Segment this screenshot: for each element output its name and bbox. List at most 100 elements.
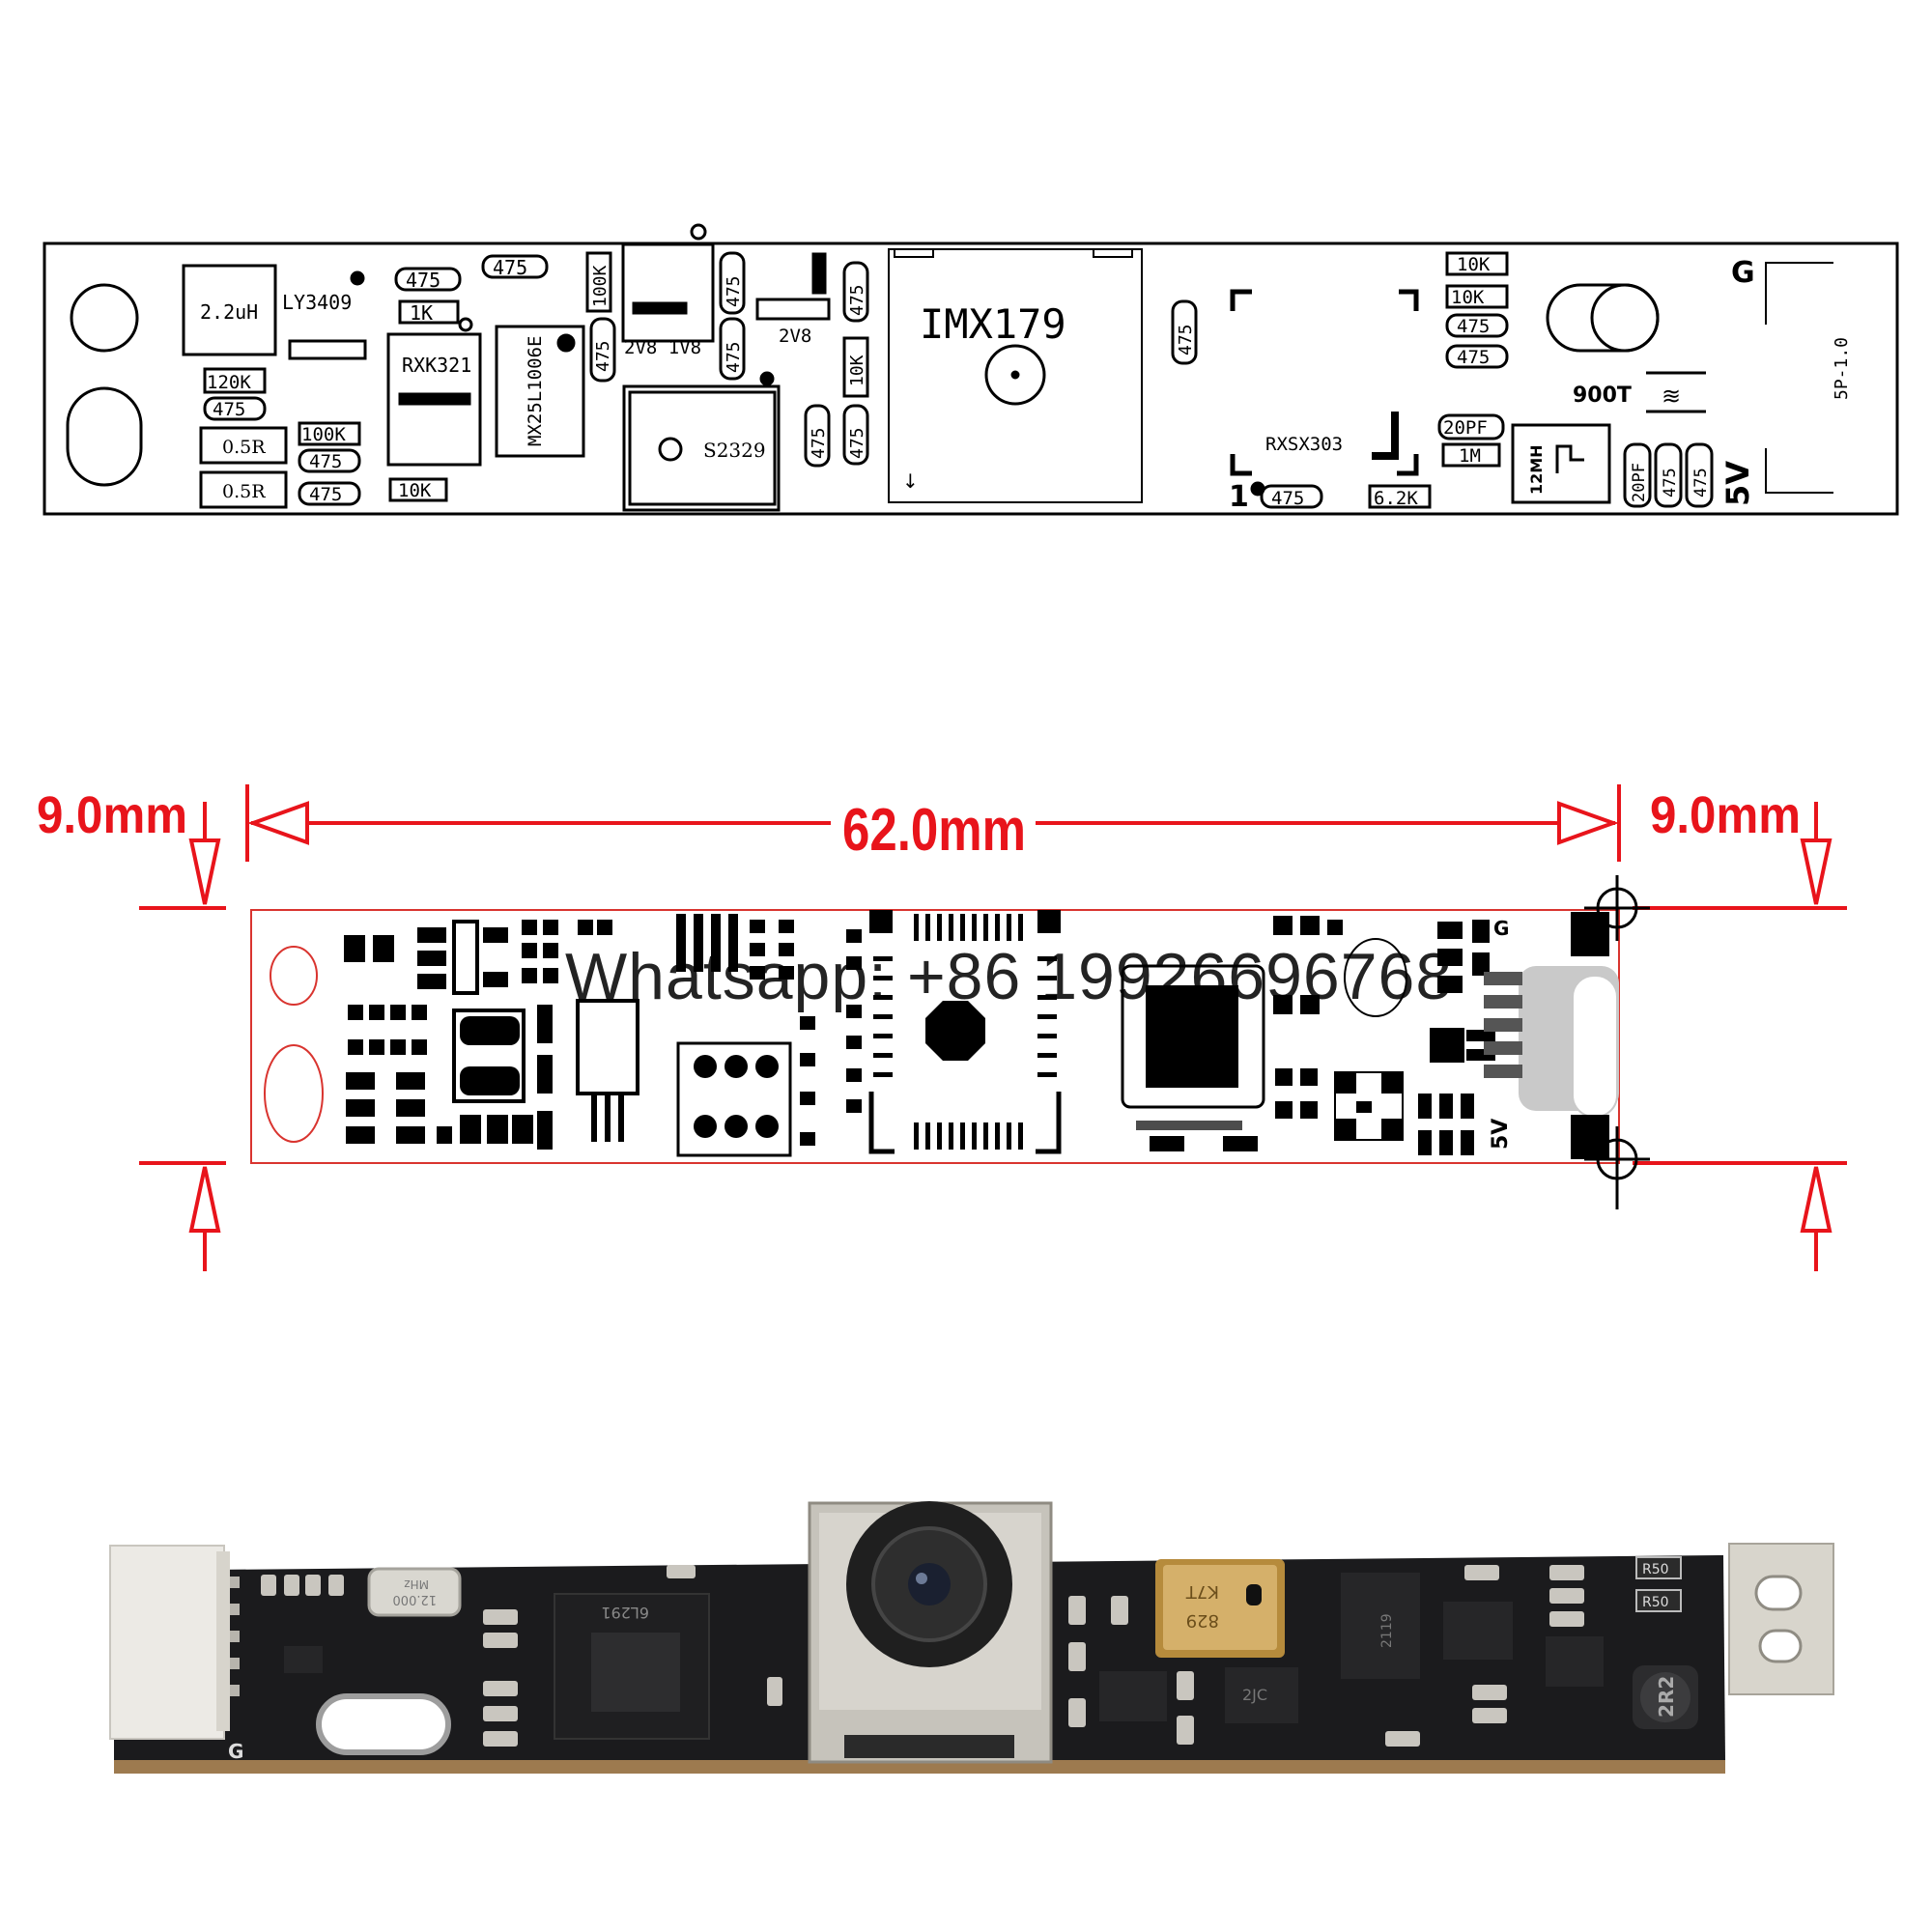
photo-chip-sot-a bbox=[1099, 1671, 1167, 1721]
res-475-v-e bbox=[842, 404, 869, 466]
crosshair-bottom-icon bbox=[1584, 1126, 1650, 1209]
res-1k-label: 1K bbox=[410, 301, 433, 325]
connector-top bbox=[1765, 262, 1833, 325]
mic-bottom-label: 829 bbox=[1186, 1610, 1219, 1631]
photo-oval-hole bbox=[316, 1693, 451, 1755]
photo-res-r50-bottom bbox=[1635, 1589, 1682, 1612]
res-0-5r-a-label: 0.5R bbox=[222, 437, 266, 458]
watermark-text: Whatsapp: +86 19926696768 bbox=[565, 940, 1454, 1013]
crystal-circle bbox=[1590, 283, 1660, 353]
corner-br bbox=[1397, 454, 1419, 476]
product-photo: G 12.000 MHz 6L291 K7T 829 2119 2JC bbox=[109, 1501, 1834, 1774]
r50-bottom-label: R50 bbox=[1642, 1595, 1669, 1610]
res-475-v-a bbox=[589, 317, 616, 383]
res-475-b bbox=[481, 254, 549, 279]
res-475-a bbox=[394, 267, 462, 292]
connector-pins bbox=[230, 1577, 240, 1696]
res-475-d bbox=[298, 448, 361, 473]
res-475-v-i-label: 475 bbox=[1691, 468, 1711, 497]
pin1-dot-c bbox=[759, 371, 775, 386]
flash-label: MX25L1006E bbox=[525, 336, 546, 446]
res-120k bbox=[203, 367, 267, 394]
res-475-v-d-label: 475 bbox=[847, 284, 867, 316]
sensor-label: IMX179 bbox=[920, 300, 1066, 348]
reg-2v8-1v8-label: 2V8 1V8 bbox=[624, 337, 701, 358]
res-475-v-h bbox=[1654, 442, 1683, 508]
mic-symbol bbox=[1555, 444, 1584, 473]
ic-rxk bbox=[386, 332, 482, 467]
bracket-hole-top bbox=[1754, 1575, 1803, 1611]
wave-icon: ≋ bbox=[1662, 383, 1681, 410]
board-outline bbox=[43, 242, 1899, 516]
res-0-5r-b-label: 0.5R bbox=[222, 481, 266, 502]
res-10k-b-label: 10K bbox=[1457, 254, 1491, 275]
photo-passives bbox=[261, 1565, 1584, 1747]
res-475-c bbox=[203, 396, 267, 421]
dim-usb-connector bbox=[1484, 875, 1650, 1209]
res-100k-a bbox=[298, 421, 361, 446]
pin1-dot bbox=[350, 270, 365, 286]
camera-lens-glint bbox=[916, 1573, 927, 1584]
lens-center bbox=[1010, 370, 1020, 380]
mic-outline bbox=[1511, 423, 1611, 504]
res-10k-v bbox=[842, 336, 869, 398]
photo-mic-top bbox=[1163, 1565, 1277, 1650]
res-475-v-e-label: 475 bbox=[847, 427, 867, 459]
crosshair-top-icon bbox=[1584, 875, 1650, 941]
dim-left-height: 9.0mm bbox=[37, 786, 187, 844]
reg-2v8-1v8 bbox=[621, 242, 715, 343]
res-1m-label: 1M bbox=[1459, 445, 1481, 467]
reg-2v8 bbox=[755, 298, 831, 321]
cap-20pf-a bbox=[1437, 413, 1505, 440]
res-475-v-i bbox=[1685, 442, 1714, 508]
res-475-v-b bbox=[719, 251, 746, 315]
res-120k-label: 120K bbox=[207, 372, 251, 393]
dim-qfn-chip bbox=[1121, 916, 1407, 1151]
photo-chip-2119 bbox=[1341, 1573, 1420, 1679]
metal-bracket bbox=[1728, 1543, 1834, 1695]
mount-hole-oval bbox=[66, 386, 143, 487]
dim-pads bbox=[344, 914, 862, 1157]
crystal-top-label: 12.000 bbox=[393, 1592, 438, 1606]
res-10k-v-label: 10K bbox=[847, 355, 867, 386]
photo-crystal bbox=[367, 1567, 462, 1617]
s2329-outline bbox=[622, 384, 781, 512]
res-475-e-label: 475 bbox=[309, 484, 342, 505]
res-475-g bbox=[1445, 313, 1509, 338]
reg-pin-dot bbox=[690, 223, 707, 241]
bracket-hole-bottom bbox=[1758, 1629, 1803, 1663]
pin-1-label: 1 bbox=[1229, 480, 1249, 514]
res-6-2k-label: 6.2K bbox=[1374, 488, 1418, 509]
dim-right-height: 9.0mm bbox=[1650, 786, 1801, 844]
dim-hole-bottom bbox=[264, 1044, 324, 1143]
sensor-notch-2 bbox=[1093, 249, 1133, 258]
dimension-lines bbox=[139, 784, 1847, 1271]
photo-mic-port bbox=[1246, 1584, 1262, 1605]
s2329-label: S2329 bbox=[703, 439, 766, 462]
dimension-drawing: 9.0mm 62.0mm 9.0mm bbox=[37, 784, 1847, 1271]
photo-res-r50-top bbox=[1635, 1556, 1682, 1579]
photo-main-chip-die bbox=[591, 1633, 680, 1712]
photo-pin-g-label: G bbox=[228, 1740, 243, 1763]
res-1m bbox=[1441, 442, 1501, 468]
res-1k bbox=[398, 299, 460, 325]
res-475-f bbox=[1260, 484, 1323, 509]
crystal-bottom-label: MHz bbox=[404, 1577, 429, 1591]
osc-label: 900T bbox=[1573, 384, 1632, 408]
ic-ly-label: LY3409 bbox=[282, 291, 352, 314]
pcb-edge bbox=[114, 1760, 1725, 1774]
dim-sensor-footprint bbox=[868, 910, 1062, 1154]
r50-top-label: R50 bbox=[1642, 1562, 1669, 1577]
reg-2v8-bar bbox=[811, 252, 827, 295]
res-10k-a-label: 10K bbox=[398, 480, 432, 501]
s2329-dot bbox=[658, 437, 683, 462]
res-6-2k bbox=[1368, 484, 1432, 509]
res-10k-b bbox=[1445, 251, 1509, 276]
reg-2v8-label: 2V8 bbox=[779, 326, 811, 347]
res-475-c-label: 475 bbox=[213, 399, 245, 420]
flash-dot bbox=[556, 333, 576, 353]
res-475-h bbox=[1445, 344, 1509, 369]
connector-bottom bbox=[1765, 448, 1833, 494]
cap-20pf-v-label: 20PF bbox=[1630, 463, 1649, 502]
